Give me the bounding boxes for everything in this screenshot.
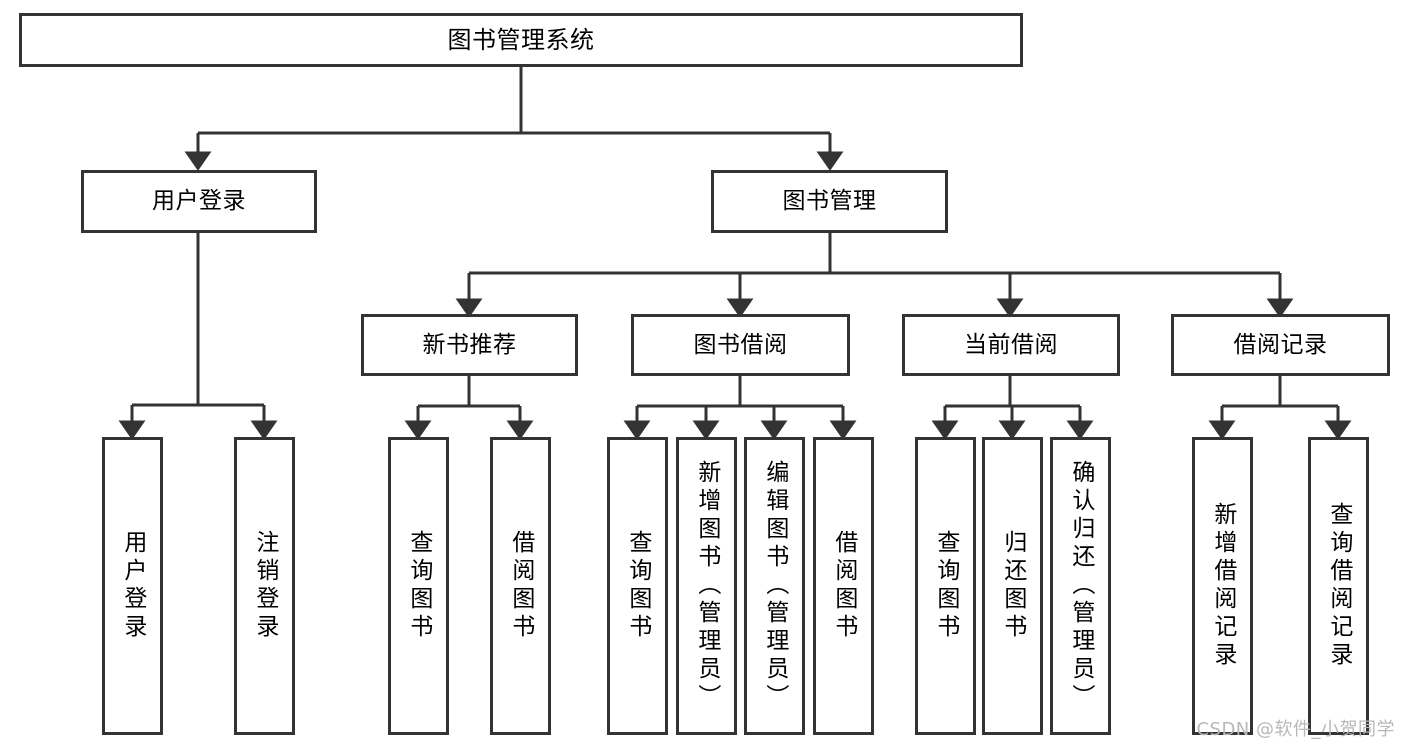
node-new-book-recommend-label: 新书推荐: [422, 331, 517, 358]
node-leaf-confirm-return[interactable]: 确认归还（管理员）: [1050, 437, 1111, 735]
node-leaf-add-borrow-record-label: 新增借阅记录: [1209, 502, 1236, 670]
node-user-login[interactable]: 用户登录: [81, 170, 317, 233]
node-leaf-borrow-book-1-label: 借阅图书: [507, 530, 534, 642]
node-leaf-borrow-book-2[interactable]: 借阅图书: [813, 437, 874, 735]
node-book-manage-label: 图书管理: [782, 188, 877, 215]
node-user-login-label: 用户登录: [152, 188, 246, 215]
node-borrow-record[interactable]: 借阅记录: [1171, 314, 1390, 376]
node-leaf-query-book-2[interactable]: 查询图书: [607, 437, 668, 735]
node-book-borrow[interactable]: 图书借阅: [631, 314, 850, 376]
node-leaf-query-book-3[interactable]: 查询图书: [915, 437, 976, 735]
node-leaf-query-book-1[interactable]: 查询图书: [388, 437, 449, 735]
node-leaf-user-login[interactable]: 用户登录: [102, 437, 163, 735]
node-leaf-borrow-book-2-label: 借阅图书: [830, 530, 857, 642]
node-leaf-confirm-return-label: 确认归还（管理员）: [1067, 460, 1094, 712]
node-leaf-borrow-book-1[interactable]: 借阅图书: [490, 437, 551, 735]
node-leaf-return-book[interactable]: 归还图书: [982, 437, 1043, 735]
node-leaf-add-book-label: 新增图书（管理员）: [693, 460, 720, 712]
node-leaf-add-borrow-record[interactable]: 新增借阅记录: [1192, 437, 1253, 735]
node-book-borrow-label: 图书借阅: [693, 331, 788, 358]
node-new-book-recommend[interactable]: 新书推荐: [361, 314, 578, 376]
node-leaf-user-login-label: 用户登录: [119, 530, 146, 642]
node-root-system[interactable]: 图书管理系统: [19, 13, 1023, 67]
node-leaf-logout-login[interactable]: 注销登录: [234, 437, 295, 735]
node-leaf-edit-book[interactable]: 编辑图书（管理员）: [744, 437, 805, 735]
node-leaf-query-borrow-record[interactable]: 查询借阅记录: [1308, 437, 1369, 735]
node-leaf-edit-book-label: 编辑图书（管理员）: [761, 460, 788, 712]
node-book-manage[interactable]: 图书管理: [711, 170, 948, 233]
node-leaf-query-borrow-record-label: 查询借阅记录: [1325, 502, 1352, 670]
node-leaf-query-book-1-label: 查询图书: [405, 530, 432, 642]
node-leaf-query-book-3-label: 查询图书: [932, 530, 959, 642]
node-current-borrow-label: 当前借阅: [964, 331, 1058, 358]
node-leaf-return-book-label: 归还图书: [999, 530, 1026, 642]
node-leaf-add-book[interactable]: 新增图书（管理员）: [676, 437, 737, 735]
node-root-label: 图书管理系统: [447, 26, 595, 54]
node-borrow-record-label: 借阅记录: [1233, 331, 1328, 358]
node-current-borrow[interactable]: 当前借阅: [902, 314, 1120, 376]
node-leaf-logout-login-label: 注销登录: [251, 530, 278, 642]
watermark-text: CSDN @软件_小贺同学: [1196, 719, 1395, 740]
node-leaf-query-book-2-label: 查询图书: [624, 530, 651, 642]
